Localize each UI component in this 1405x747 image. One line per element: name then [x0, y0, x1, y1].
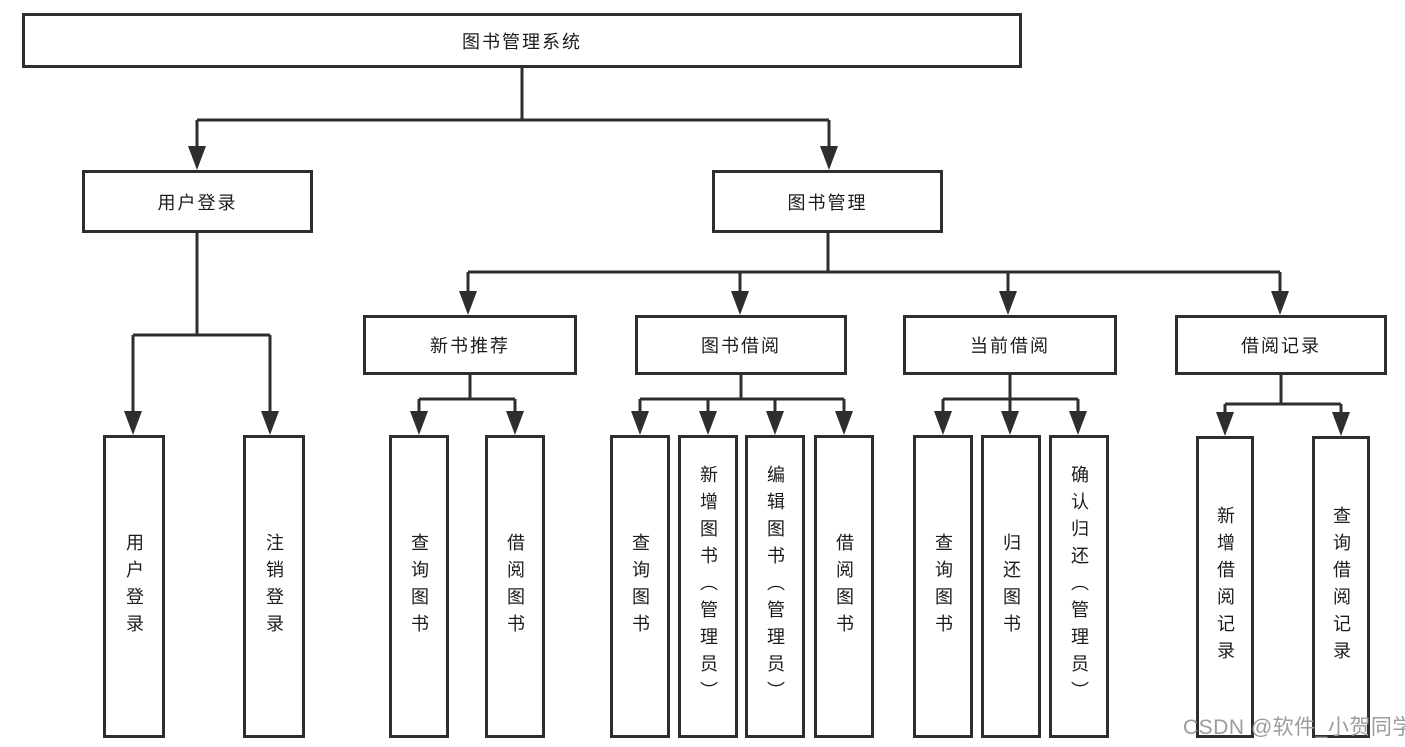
node-book-management: 图书管理 — [712, 170, 943, 233]
node-new-book-recommend-label: 新书推荐 — [430, 336, 510, 356]
connector-records-to-leaves — [1223, 375, 1343, 415]
node-book-borrowing: 图书借阅 — [635, 315, 847, 375]
leaf-logout-label: 注销登录 — [264, 532, 284, 641]
arrowheads — [124, 146, 1350, 436]
connector-borrow-to-leaves — [638, 375, 846, 413]
node-user-login: 用户登录 — [82, 170, 313, 233]
leaf-borrow-edit-admin-label: 编辑图书（管理员） — [765, 465, 785, 708]
connector-userlogin-to-leaves — [131, 233, 272, 413]
leaf-records-add: 新增借阅记录 — [1196, 436, 1254, 738]
leaf-current-return: 归还图书 — [981, 435, 1041, 738]
leaf-borrow-edit-admin: 编辑图书（管理员） — [745, 435, 805, 738]
leaf-current-query: 查询图书 — [913, 435, 973, 738]
leaf-newbook-query-label: 查询图书 — [409, 532, 429, 641]
node-current-borrowing: 当前借阅 — [903, 315, 1117, 375]
leaf-borrow-query: 查询图书 — [610, 435, 670, 738]
leaf-newbook-borrow: 借阅图书 — [485, 435, 545, 738]
leaf-borrow-add-admin: 新增图书（管理员） — [678, 435, 738, 738]
connector-newbook-to-leaves — [417, 375, 517, 413]
leaf-current-return-label: 归还图书 — [1001, 532, 1021, 641]
leaf-current-confirm-admin-label: 确认归还（管理员） — [1069, 465, 1089, 708]
connector-root-to-level1 — [195, 67, 831, 148]
node-current-borrowing-label: 当前借阅 — [970, 336, 1050, 356]
leaf-borrow-query-label: 查询图书 — [630, 532, 650, 641]
node-user-login-label: 用户登录 — [157, 192, 238, 213]
node-new-book-recommend: 新书推荐 — [363, 315, 577, 375]
csdn-watermark: CSDN @软件_小贺同学 — [1183, 716, 1405, 739]
leaf-newbook-query: 查询图书 — [389, 435, 449, 738]
leaf-logout: 注销登录 — [243, 435, 305, 738]
leaf-records-query-label: 查询借阅记录 — [1331, 506, 1351, 668]
leaf-user-login-label: 用户登录 — [124, 532, 144, 641]
node-root: 图书管理系统 — [22, 13, 1022, 68]
connector-bookmgmt-to-level2 — [466, 233, 1282, 293]
node-borrow-records: 借阅记录 — [1175, 315, 1387, 375]
node-borrow-records-label: 借阅记录 — [1241, 336, 1321, 356]
leaf-borrow-add-admin-label: 新增图书（管理员） — [698, 465, 718, 708]
node-book-borrowing-label: 图书借阅 — [701, 336, 781, 356]
leaf-user-login: 用户登录 — [103, 435, 165, 738]
leaf-borrow-borrow-label: 借阅图书 — [834, 532, 854, 641]
connector-current-to-leaves — [941, 375, 1080, 413]
node-book-management-label: 图书管理 — [787, 192, 868, 213]
leaf-current-confirm-admin: 确认归还（管理员） — [1049, 435, 1109, 738]
leaf-newbook-borrow-label: 借阅图书 — [505, 532, 525, 641]
leaf-records-add-label: 新增借阅记录 — [1215, 506, 1235, 668]
leaf-records-query: 查询借阅记录 — [1312, 436, 1370, 738]
node-root-label: 图书管理系统 — [462, 31, 582, 52]
leaf-borrow-borrow: 借阅图书 — [814, 435, 874, 738]
leaf-current-query-label: 查询图书 — [933, 532, 953, 641]
